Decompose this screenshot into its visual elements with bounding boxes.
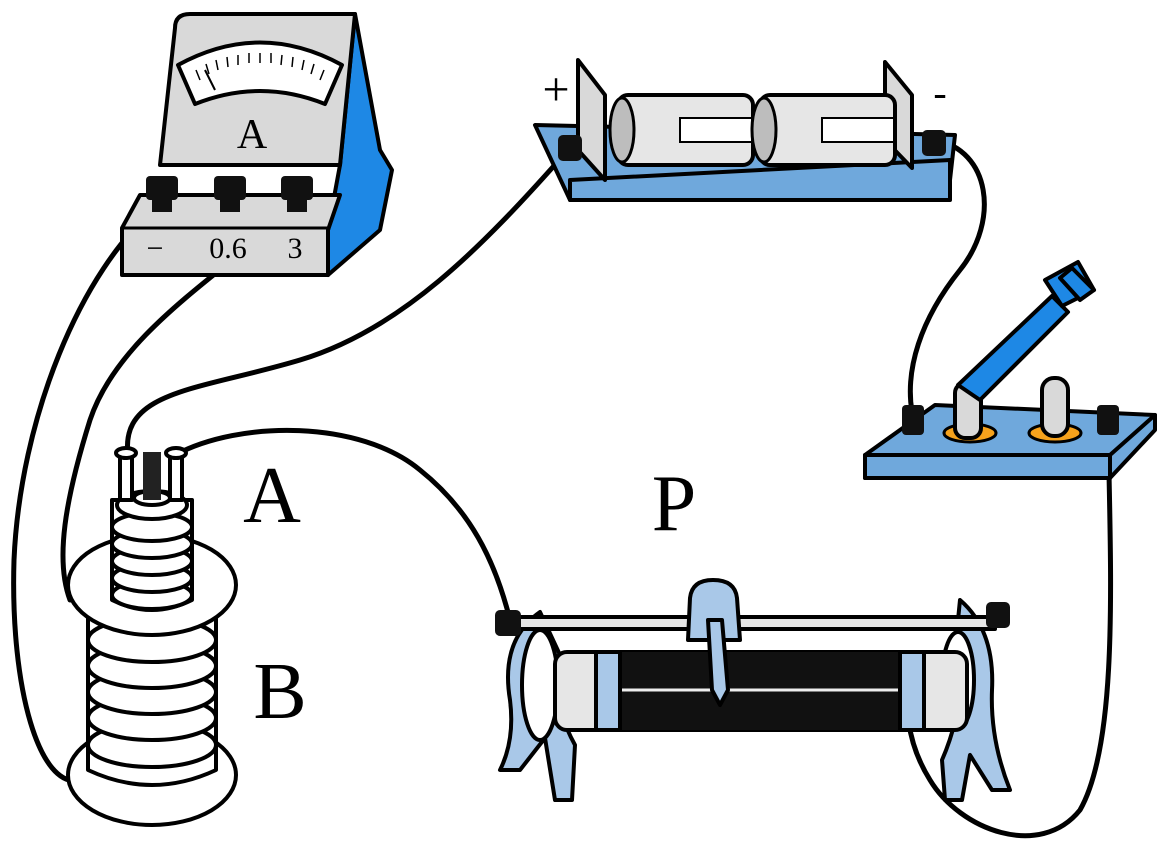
- ammeter-letter: A: [237, 112, 268, 158]
- battery-cell: [608, 93, 755, 167]
- knife-switch: [863, 260, 1157, 480]
- ammeter-terminals: [146, 176, 313, 212]
- switch-lever: [956, 294, 1070, 402]
- coil-b-label: B: [253, 648, 306, 736]
- rheostat: [495, 578, 1012, 802]
- switch-contact-post: [1040, 376, 1070, 438]
- terminal-minus: [146, 176, 178, 212]
- battery-minus-label: -: [933, 70, 946, 115]
- battery-minus-terminal: [922, 130, 946, 156]
- ammeter-minus-label: −: [147, 232, 164, 265]
- terminal-3: [281, 176, 313, 212]
- switch-right-terminal: [1097, 405, 1119, 435]
- ammeter-needle: [204, 69, 216, 91]
- coil-a-label: A: [243, 452, 301, 540]
- rheostat-right-terminal: [986, 602, 1010, 628]
- ammeter-3-label: 3: [288, 232, 303, 265]
- wire-switch-to-rheostat: [904, 417, 1114, 839]
- terminal-06: [214, 176, 246, 212]
- battery-plus-label: +: [542, 63, 569, 116]
- ammeter-06-label: 0.6: [209, 232, 247, 265]
- battery-holder: + -: [533, 58, 957, 202]
- battery-cell: [750, 93, 897, 167]
- wire-coil-a-to-rheostat: [172, 427, 513, 623]
- coil-a-inner: [110, 446, 194, 612]
- wire-ammeter-minus-to-coil-b: [11, 203, 161, 784]
- wire-battery-plus-to-coil-a: [125, 147, 571, 458]
- rheostat-left-terminal: [495, 610, 521, 636]
- battery-plus-terminal: [558, 135, 582, 161]
- switch-left-terminal: [902, 405, 924, 435]
- ammeter: A − 0.6 3: [120, 12, 394, 277]
- wire-battery-minus-to-switch: [907, 137, 987, 415]
- rheostat-slider: [686, 578, 742, 707]
- coil-b-outer: [66, 533, 238, 827]
- slider-p-label: P: [652, 460, 697, 548]
